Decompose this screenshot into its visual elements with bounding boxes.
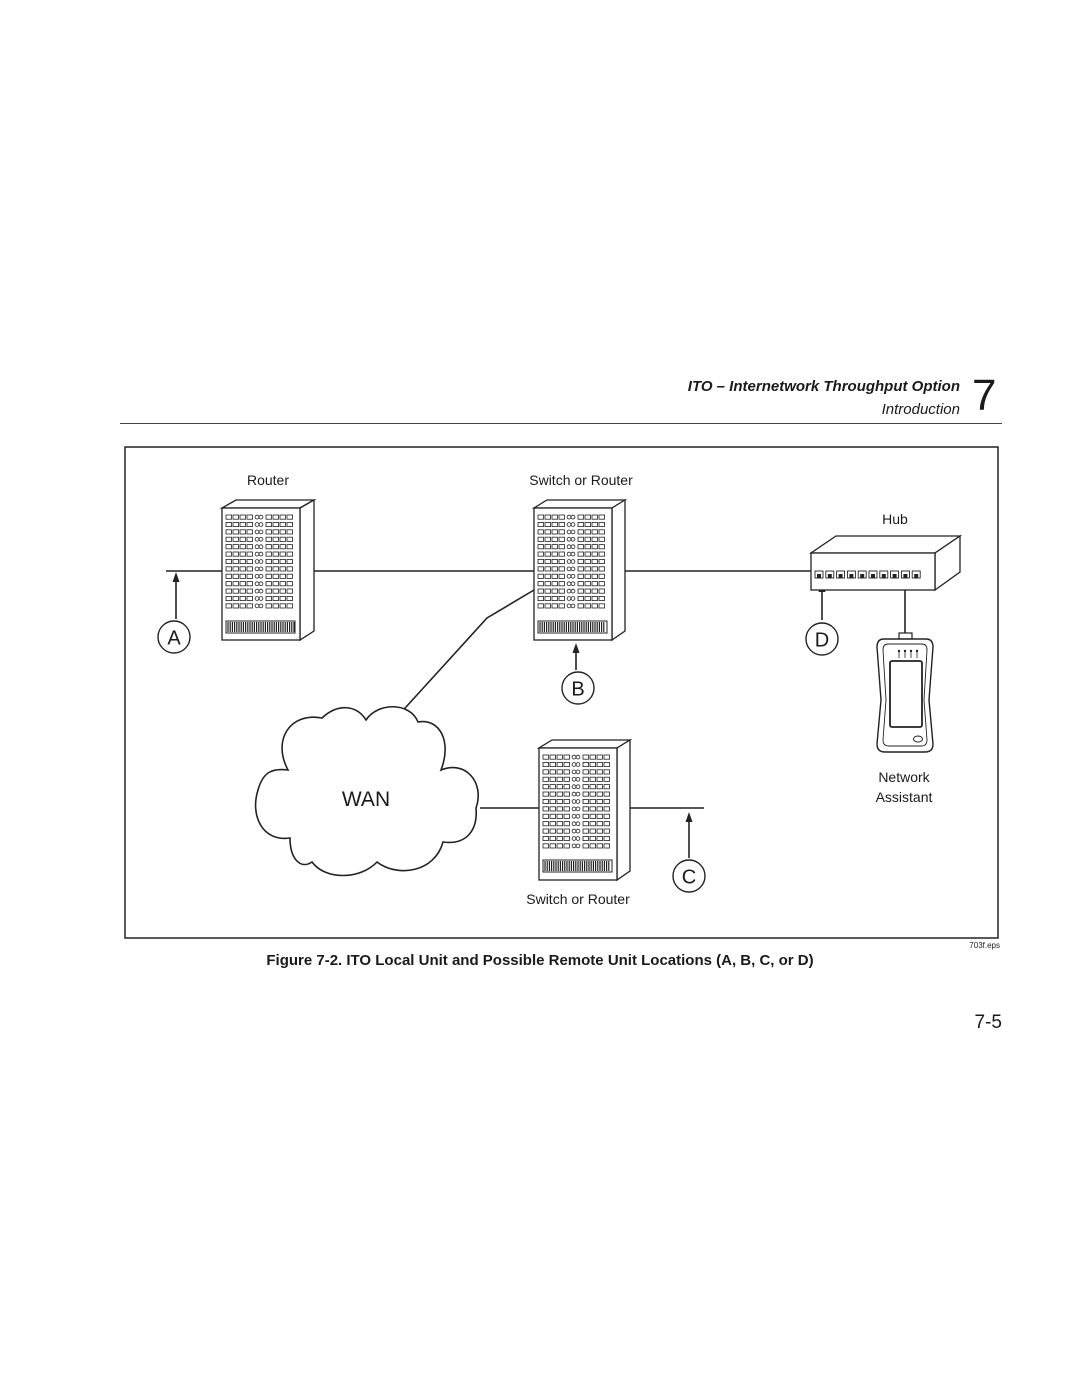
network-assistant-label-line1: Network <box>878 769 930 785</box>
arrow-a-head <box>172 572 180 582</box>
header-subtitle: Introduction <box>881 401 960 418</box>
hub-label: Hub <box>882 511 908 527</box>
header-rule <box>120 423 1002 424</box>
location-d-label: D <box>815 630 829 652</box>
location-c-label: C <box>682 867 696 889</box>
network-assistant-device <box>876 632 934 753</box>
hub-ports <box>814 570 921 579</box>
network-assistant-label-line2: Assistant <box>876 789 933 805</box>
switch-top-label: Switch or Router <box>529 472 633 488</box>
router-label: Router <box>247 472 289 488</box>
location-d-circle <box>805 622 839 656</box>
connections <box>166 570 906 809</box>
switch-bottom-port-leds <box>542 754 610 849</box>
figure-file-tag: 703f.eps <box>969 941 1000 950</box>
switch-bottom-label: Switch or Router <box>526 891 630 907</box>
location-b-circle <box>561 671 595 705</box>
arrow-c-head <box>685 812 693 822</box>
location-a-label: A <box>167 628 181 650</box>
switch-top-device <box>531 498 628 642</box>
wan-cloud <box>254 706 479 877</box>
figure-caption: Figure 7-2. ITO Local Unit and Possible … <box>266 952 814 969</box>
location-a-circle <box>157 620 191 654</box>
network-assistant-button <box>913 735 923 743</box>
switch-top-port-leds <box>537 514 605 609</box>
page-number: 7-5 <box>974 1012 1002 1033</box>
router-port-leds <box>225 514 293 609</box>
switch-bottom-device <box>536 738 633 882</box>
location-c-circle <box>672 859 706 893</box>
line-switch-to-wan <box>395 589 535 719</box>
arrow-b-head <box>572 643 580 653</box>
figure-frame <box>124 446 999 939</box>
location-markers <box>157 620 839 893</box>
router-device <box>219 498 317 642</box>
wan-label: WAN <box>342 788 390 811</box>
hub-device <box>808 534 963 592</box>
chapter-number: 7 <box>972 371 997 420</box>
header-title: ITO – Internetwork Throughput Option <box>687 378 960 395</box>
location-b-label: B <box>571 679 584 701</box>
network-assistant-screen <box>889 660 923 728</box>
